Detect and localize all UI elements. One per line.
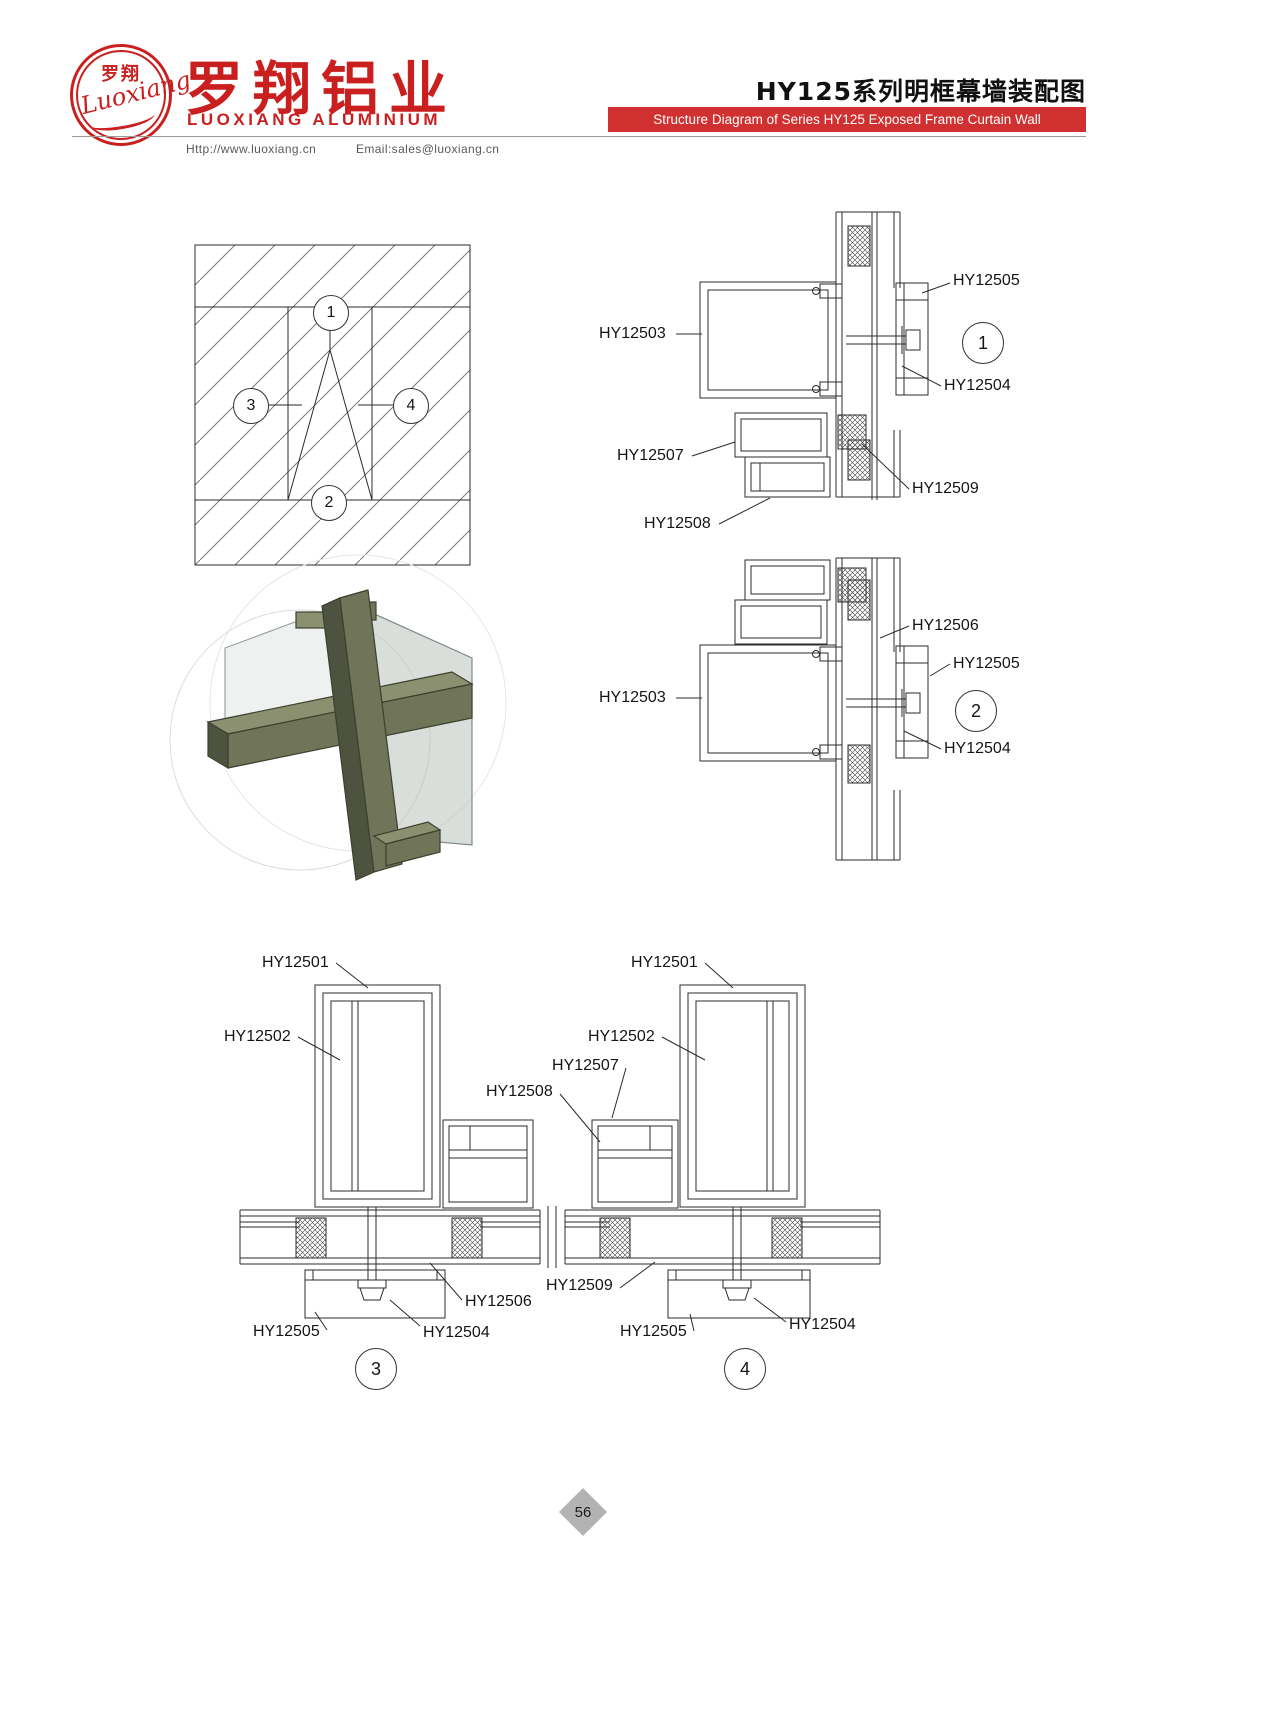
marker-1-number: 1	[326, 304, 336, 321]
schematic-marker-3: 3	[233, 388, 269, 424]
marker-2-number: 2	[324, 494, 334, 511]
part-label-d4-hy12502: HY12502	[588, 1028, 655, 1045]
detail-2-bubble: 2	[955, 690, 997, 732]
company-name-en: LUOXIANG ALUMINIUM	[187, 110, 442, 129]
company-logo: 罗翔 Luoxiang	[70, 44, 194, 146]
detail-1-number: 1	[977, 332, 988, 353]
detail-1-bubble: 1	[962, 322, 1004, 364]
logo-ring: 罗翔 Luoxiang	[76, 50, 194, 140]
part-label-d2-hy12504: HY12504	[944, 740, 1011, 757]
part-label-d3-hy12505: HY12505	[253, 1323, 320, 1340]
contact-info: Http://www.luoxiang.cn Email:sales@luoxi…	[186, 142, 535, 156]
schematic-marker-1: 1	[313, 295, 349, 331]
part-label-d3-hy12506: HY12506	[465, 1293, 532, 1310]
page-number-badge: 56	[558, 1487, 608, 1537]
detail-2-drawing	[676, 557, 951, 861]
detail-3-number: 3	[370, 1358, 381, 1379]
part-label-d4-hy12505: HY12505	[620, 1323, 687, 1340]
part-label-d4-hy12507: HY12507	[552, 1057, 619, 1074]
header-divider	[72, 136, 1086, 137]
company-name-cn: 罗翔铝业	[185, 55, 458, 123]
part-label-d4-hy12501: HY12501	[631, 954, 698, 971]
part-label-d2-hy12503: HY12503	[599, 689, 666, 706]
part-label-d2-hy12506: HY12506	[912, 617, 979, 634]
isometric-render	[169, 554, 507, 881]
detail-4-bubble: 4	[724, 1348, 766, 1390]
website-text: Http://www.luoxiang.cn	[186, 142, 317, 156]
email-text: Email:sales@luoxiang.cn	[355, 142, 500, 156]
marker-4-number: 4	[406, 397, 416, 414]
part-label-d1-hy12507: HY12507	[617, 447, 684, 464]
part-label-d3-hy12504: HY12504	[423, 1324, 490, 1341]
part-label-d4-hy12508: HY12508	[486, 1083, 553, 1100]
series-title-cn: HY125系列明框幕墙装配图	[755, 77, 1086, 106]
logo-cn-text: 罗翔	[101, 64, 141, 84]
part-label-d4-hy12504: HY12504	[789, 1316, 856, 1333]
detail-4-number: 4	[739, 1358, 750, 1379]
detail-1-drawing	[676, 211, 951, 525]
part-label-d3-hy12501: HY12501	[262, 954, 329, 971]
detail-2-number: 2	[970, 700, 981, 721]
page-number-text: 56	[574, 1503, 592, 1521]
part-label-d2-hy12505: HY12505	[953, 655, 1020, 672]
part-label-d1-hy12504: HY12504	[944, 377, 1011, 394]
part-label-d3-hy12502: HY12502	[224, 1028, 291, 1045]
series-title-banner: Structure Diagram of Series HY125 Expose…	[608, 107, 1086, 132]
detail-3-bubble: 3	[355, 1348, 397, 1390]
detail-4-drawing	[559, 962, 881, 1332]
part-label-d1-hy12503: HY12503	[599, 325, 666, 342]
schematic-marker-2: 2	[311, 485, 347, 521]
detail-3-drawing	[239, 962, 557, 1331]
part-label-d1-hy12505: HY12505	[953, 272, 1020, 289]
marker-3-number: 3	[246, 397, 256, 414]
part-label-d4-hy12509: HY12509	[546, 1277, 613, 1294]
part-label-d1-hy12508: HY12508	[644, 515, 711, 532]
schematic-marker-4: 4	[393, 388, 429, 424]
part-label-d1-hy12509: HY12509	[912, 480, 979, 497]
